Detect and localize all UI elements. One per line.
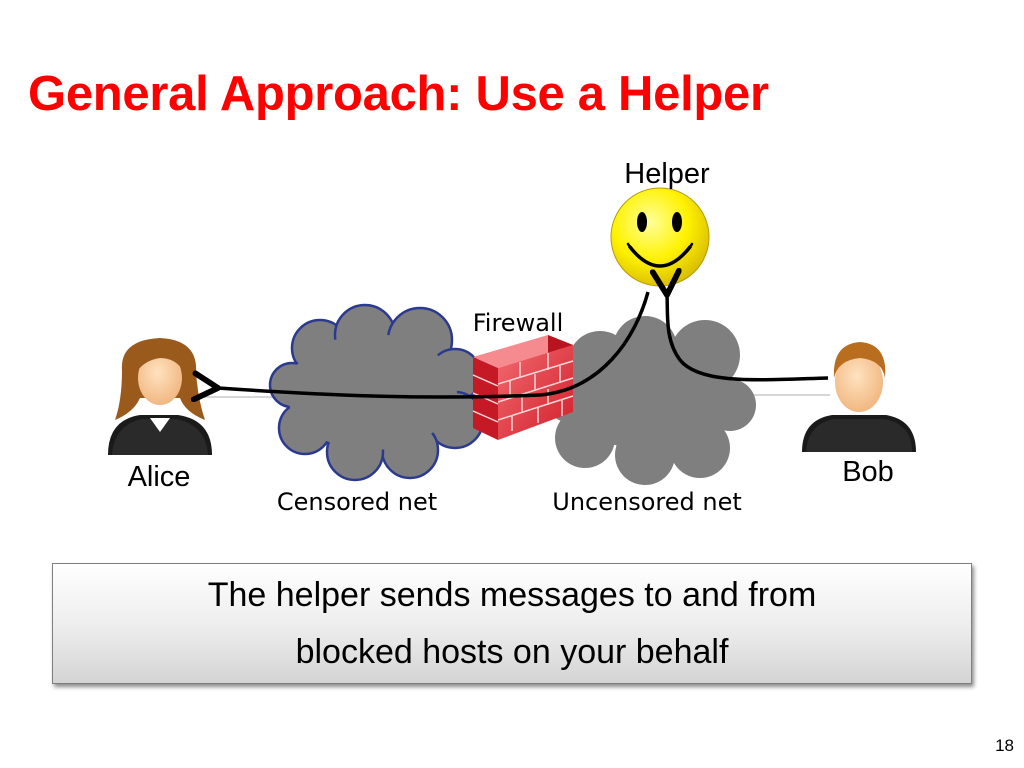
arrow-helper-to-alice	[218, 291, 650, 397]
callout-line-2: blocked hosts on your behalf	[295, 633, 729, 671]
summary-callout-box: The helper sends messages to and from bl…	[52, 563, 972, 684]
bob-label: Bob	[842, 456, 894, 488]
censored-cloud-icon	[268, 303, 485, 482]
alice-label: Alice	[128, 461, 191, 493]
slide-title: General Approach: Use a Helper	[28, 67, 769, 121]
censored-net-label: Censored net	[277, 488, 437, 516]
woman-user-icon	[108, 338, 212, 455]
firewall-label: Firewall	[473, 309, 564, 337]
network-diagram: Helper Firewall Alice Bob Censored net U…	[108, 158, 916, 516]
uncensored-cloud-icon	[546, 316, 756, 485]
man-user-icon	[802, 342, 916, 452]
uncensored-net-label: Uncensored net	[552, 488, 742, 516]
callout-line-1: The helper sends messages to and from	[207, 576, 817, 614]
brick-wall-icon	[472, 335, 574, 440]
helper-label: Helper	[624, 158, 710, 190]
arrow-bob-to-helper	[667, 295, 829, 382]
slide-number: 18	[995, 736, 1014, 755]
smiley-face-icon	[610, 187, 710, 287]
